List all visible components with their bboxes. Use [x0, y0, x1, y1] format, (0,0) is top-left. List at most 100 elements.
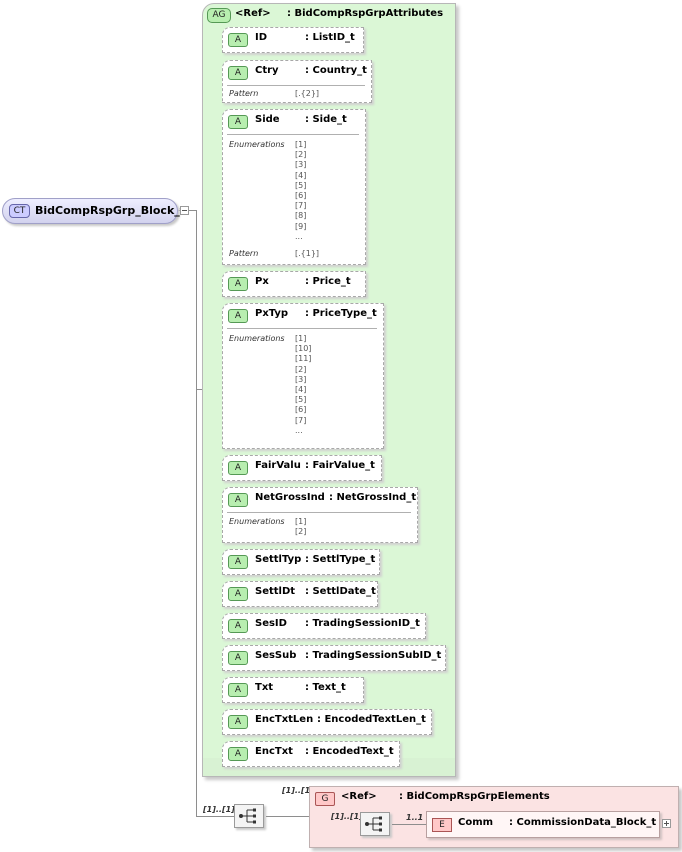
- element-name: Comm: [458, 817, 494, 828]
- enum-value: [11]: [295, 354, 312, 364]
- attribute-type: : NetGrossInd_t: [329, 492, 417, 503]
- collapse-toggle-icon[interactable]: [180, 206, 189, 215]
- attribute-badge: A: [228, 493, 248, 507]
- attribute-name: SesSub: [255, 650, 297, 661]
- inner-sequence-compositor[interactable]: [360, 812, 390, 836]
- expand-toggle-icon[interactable]: [662, 819, 671, 828]
- element-comm[interactable]: E Comm : CommissionData_Block_t: [426, 811, 660, 838]
- attribute-badge: A: [228, 555, 248, 569]
- attribute-name: Ctry: [255, 65, 279, 76]
- attribute-px[interactable]: A Px : Price_t: [222, 271, 366, 297]
- group-cardinality: [1]..[1]: [282, 786, 314, 795]
- attribute-name: EncTxt: [255, 746, 293, 757]
- enumerations-label: Enumerations: [229, 517, 285, 526]
- attribute-pxtyp[interactable]: A PxTyp : PriceType_t Enumerations [1] […: [222, 303, 384, 449]
- attribute-fairvalu[interactable]: A FairValu : FairValue_t: [222, 455, 382, 481]
- attribute-sessub[interactable]: A SesSub : TradingSessionSubID_t: [222, 645, 446, 671]
- root-complex-type-node[interactable]: CT BidCompRspGrp_Block_t: [2, 198, 185, 224]
- enumeration-list: [1] [2]: [295, 517, 306, 537]
- attribute-group-type: : BidCompRspGrpAttributes: [287, 8, 444, 19]
- group-badge: G: [315, 792, 335, 806]
- enum-value: [3]: [295, 160, 307, 170]
- attribute-txt[interactable]: A Txt : Text_t: [222, 677, 364, 703]
- element-type: : CommissionData_Block_t: [509, 817, 657, 828]
- attribute-type: : Country_t: [305, 65, 367, 76]
- connector-to-ag: [196, 389, 203, 390]
- attribute-settldt[interactable]: A SettlDt : SettlDate_t: [222, 581, 378, 607]
- attribute-badge: A: [228, 309, 248, 323]
- group-ref: <Ref>: [341, 791, 377, 802]
- attribute-badge: A: [228, 33, 248, 47]
- attribute-type: : SettlDate_t: [305, 586, 376, 597]
- enum-value: [4]: [295, 170, 307, 180]
- attribute-name: ID: [255, 32, 268, 43]
- attribute-id[interactable]: A ID : ListID_t: [222, 27, 364, 53]
- attribute-group-badge: AG: [207, 8, 231, 23]
- attribute-badge: A: [228, 66, 248, 80]
- enum-value: [8]: [295, 211, 307, 221]
- attribute-netgrossind[interactable]: A NetGrossInd : NetGrossInd_t Enumeratio…: [222, 487, 418, 543]
- enum-value: [3]: [295, 374, 307, 384]
- attribute-enctxt[interactable]: A EncTxt : EncodedText_t: [222, 741, 400, 767]
- enum-value: [9]: [295, 221, 307, 231]
- element-cardinality: 1..1: [406, 813, 424, 822]
- facet-divider: [227, 134, 359, 135]
- pattern-value: [.{2}]: [295, 89, 320, 98]
- pattern-label: Pattern: [229, 249, 259, 258]
- attribute-name: NetGrossInd: [255, 492, 325, 503]
- sequence-cardinality: [1]..[1]: [203, 805, 235, 814]
- enum-value: [1]: [295, 517, 307, 526]
- enum-value: [2]: [295, 150, 307, 160]
- attribute-badge: A: [228, 747, 248, 761]
- attribute-type: : EncodedText_t: [305, 746, 394, 757]
- attribute-type: : ListID_t: [305, 32, 355, 43]
- sequence-icon: [365, 816, 382, 832]
- attribute-settltyp[interactable]: A SettlTyp : SettlType_t: [222, 549, 380, 575]
- attribute-badge: A: [228, 115, 248, 129]
- attribute-badge: A: [228, 461, 248, 475]
- pattern-label: Pattern: [229, 89, 259, 98]
- enumeration-list: [1] [2] [3] [4] [5] [6] [7] [8] [9] ...: [295, 140, 306, 242]
- attribute-name: Txt: [255, 682, 274, 693]
- sequence-icon: [239, 808, 256, 824]
- attribute-group-ref: <Ref>: [235, 8, 271, 19]
- enumerations-label: Enumerations: [229, 334, 285, 343]
- attribute-badge: A: [228, 715, 248, 729]
- attribute-badge: A: [228, 683, 248, 697]
- facet-divider: [227, 512, 411, 513]
- attribute-enctxtlen[interactable]: A EncTxtLen : EncodedTextLen_t: [222, 709, 432, 735]
- attribute-badge: A: [228, 277, 248, 291]
- enum-value: [6]: [295, 191, 307, 201]
- pattern-value: [.{1}]: [295, 249, 320, 258]
- attribute-type: : TradingSessionID_t: [305, 618, 420, 629]
- attribute-name: PxTyp: [255, 308, 289, 319]
- enum-value: ...: [295, 425, 303, 435]
- facet-divider: [227, 328, 377, 329]
- element-badge: E: [432, 818, 452, 832]
- attribute-name: SettlTyp: [255, 554, 302, 565]
- attribute-side[interactable]: A Side : Side_t Enumerations [1] [2] [3]…: [222, 109, 366, 265]
- attribute-sesid[interactable]: A SesID : TradingSessionID_t: [222, 613, 426, 639]
- root-type-name: BidCompRspGrp_Block_t: [35, 204, 186, 217]
- enumeration-list: [1] [10] [11] [2] [3] [4] [5] [6] [7] ..…: [295, 334, 311, 436]
- attribute-type: : FairValue_t: [305, 460, 375, 471]
- attribute-name: SettlDt: [255, 586, 296, 597]
- connector-to-sequence: [196, 816, 234, 817]
- attribute-type: : Text_t: [305, 682, 346, 693]
- attribute-badge: A: [228, 651, 248, 665]
- enum-value: [4]: [295, 385, 307, 395]
- inner-sequence-cardinality: [1]..[1]: [331, 812, 363, 821]
- enum-value: [1]: [295, 140, 307, 149]
- attribute-type: : TradingSessionSubID_t: [305, 650, 442, 661]
- attribute-type: : PriceType_t: [305, 308, 377, 319]
- enum-value: [7]: [295, 201, 307, 211]
- complex-type-badge: CT: [9, 204, 30, 218]
- attribute-type: : SettlType_t: [305, 554, 376, 565]
- attribute-name: Side: [255, 114, 280, 125]
- enum-value: [2]: [295, 527, 307, 537]
- attribute-name: Px: [255, 276, 269, 287]
- enum-value: [1]: [295, 334, 307, 343]
- attribute-ctry[interactable]: A Ctry : Country_t Pattern [.{2}]: [222, 60, 372, 103]
- sequence-compositor[interactable]: [234, 804, 264, 828]
- enumerations-label: Enumerations: [229, 140, 285, 149]
